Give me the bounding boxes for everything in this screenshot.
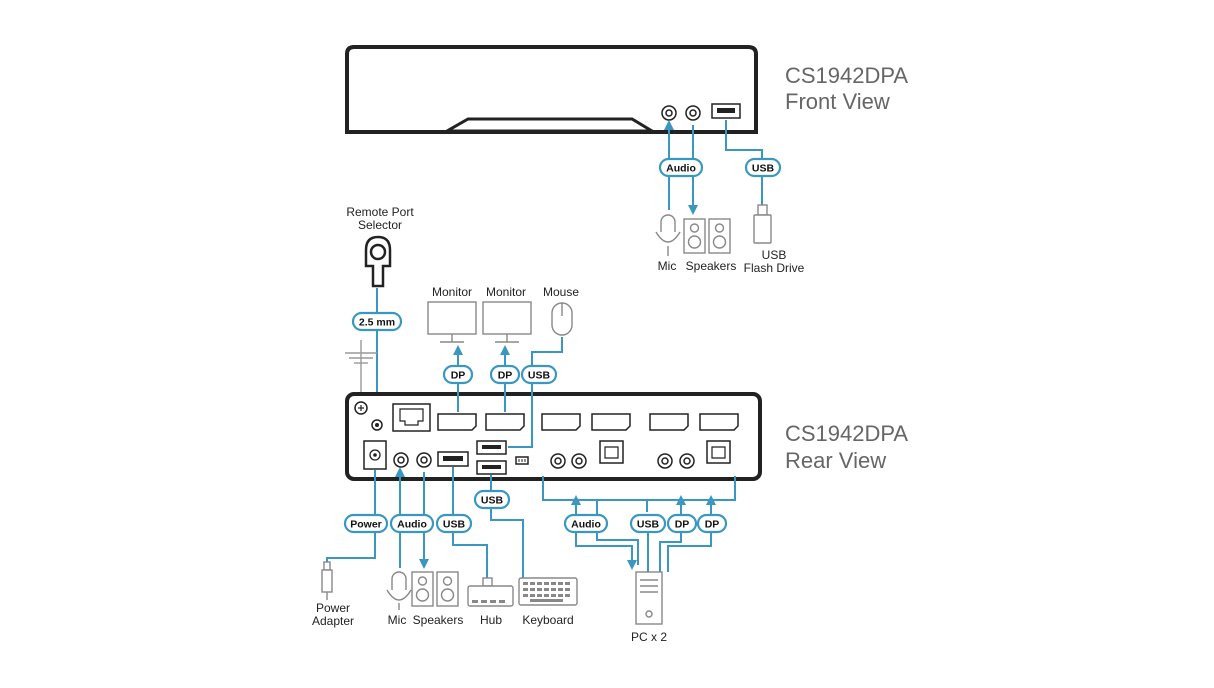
badge-front-usb: USB: [744, 157, 782, 178]
front-mic-label: Mic: [658, 259, 677, 273]
front-unit: [345, 45, 758, 134]
badge-dp-monitor-1-label: DP: [451, 370, 466, 382]
badge-console-audio-label: Audio: [397, 519, 427, 531]
monitor-2-label: Monitor: [486, 285, 526, 299]
front-mic-icon: [655, 214, 681, 256]
badge-dp-monitor-2-label: DP: [498, 370, 513, 382]
front-model-title: CS1942DPA: [785, 63, 908, 88]
badge-usb-mouse-label: USB: [528, 370, 551, 382]
front-bezel: [441, 117, 658, 133]
badge-power-label: Power: [350, 519, 382, 531]
usb-flash-drive-icon: [753, 204, 772, 244]
badge-pc-audio-label: Audio: [571, 519, 601, 531]
pc-port-group-bracket: [542, 476, 736, 501]
ground-icon: [345, 340, 377, 400]
badge-usb-keyboard: USB: [473, 489, 511, 510]
badge-pc-dp-2: DP: [696, 513, 728, 534]
rear-view-title: Rear View: [785, 448, 886, 473]
console-mic-label: Mic: [388, 613, 407, 627]
badge-pc-usb: USB: [629, 513, 667, 534]
monitor-1-icon: [427, 301, 477, 343]
badge-usb-keyboard-label: USB: [481, 495, 504, 507]
pc2-dp-port-1: [649, 413, 689, 431]
pc-dp-cable-1: [659, 532, 682, 572]
rear-unit: [345, 392, 762, 481]
front-usb-cable: [725, 120, 763, 205]
badge-front-audio-label: Audio: [666, 163, 696, 175]
console-speakers-label: Speakers: [413, 613, 464, 627]
hub-label: Hub: [480, 613, 502, 627]
rear-model-title: CS1942DPA: [785, 421, 908, 446]
hub-cable: [452, 467, 488, 578]
badge-console-audio: Audio: [389, 513, 435, 534]
front-speaker-jack-inner: [689, 109, 697, 117]
front-speakers-icon: [683, 218, 731, 254]
badge-dp-monitor-1: DP: [442, 364, 474, 385]
front-view-title: Front View: [785, 89, 890, 114]
front-usb-port-tongue: [717, 108, 735, 113]
usb-hub-icon: [467, 577, 514, 607]
badge-pc-dp-1-label: DP: [675, 519, 690, 531]
badge-power: Power: [343, 513, 389, 534]
pc1-dp-port-2: [591, 413, 631, 431]
keyboard-label: Keyboard: [522, 613, 573, 627]
remote-port-selector-icon: [364, 235, 392, 288]
pc-dp-cable-2: [667, 532, 712, 572]
monitor-2-icon: [482, 301, 532, 343]
badge-pc-dp-1: DP: [666, 513, 698, 534]
badge-pc-audio: Audio: [563, 513, 609, 534]
console-mic-icon: [386, 571, 412, 610]
pc1-dp-port-1: [541, 413, 581, 431]
monitor-1-label: Monitor: [432, 285, 472, 299]
badge-front-usb-label: USB: [752, 163, 775, 175]
badge-usb-hub-label: USB: [443, 519, 466, 531]
badge-2-5mm: 2.5 mm: [351, 311, 403, 332]
front-speakers-label: Speakers: [686, 259, 737, 273]
console-speakers-icon: [411, 571, 459, 607]
console-dp-port-2: [485, 413, 525, 431]
console-dp-port-1: [437, 413, 477, 431]
badge-dp-monitor-2: DP: [489, 364, 521, 385]
usb-flash-label-line2: Flash Drive: [744, 261, 805, 275]
mouse-cable: [508, 337, 563, 448]
pc-audio-cable-2: [596, 532, 639, 565]
remote-selector-label-line2: Selector: [358, 218, 402, 232]
badge-usb-mouse: USB: [520, 364, 558, 385]
badge-2-5mm-label: 2.5 mm: [359, 317, 395, 329]
pc2-dp-port-2: [699, 413, 739, 431]
badge-pc-usb-label: USB: [637, 519, 660, 531]
badge-front-audio: Audio: [658, 157, 704, 178]
pc-label: PC x 2: [631, 630, 667, 644]
mouse-icon: [551, 302, 573, 336]
badge-pc-dp-2-label: DP: [705, 519, 720, 531]
pc-tower-icon: [635, 571, 663, 625]
power-adapter-label-line2: Adapter: [312, 614, 354, 628]
front-chassis: [345, 45, 758, 134]
mouse-label: Mouse: [543, 285, 579, 299]
power-adapter-icon: [321, 561, 333, 600]
badge-usb-hub: USB: [435, 513, 473, 534]
usb-flash-label-line1: USB: [762, 248, 787, 262]
power-adapter-label-line1: Power: [316, 601, 350, 615]
pc-audio-cable-1: [575, 532, 637, 570]
front-mic-jack-inner: [665, 109, 673, 117]
remote-selector-label-line1: Remote Port: [346, 205, 414, 219]
keyboard-icon: [518, 577, 578, 606]
